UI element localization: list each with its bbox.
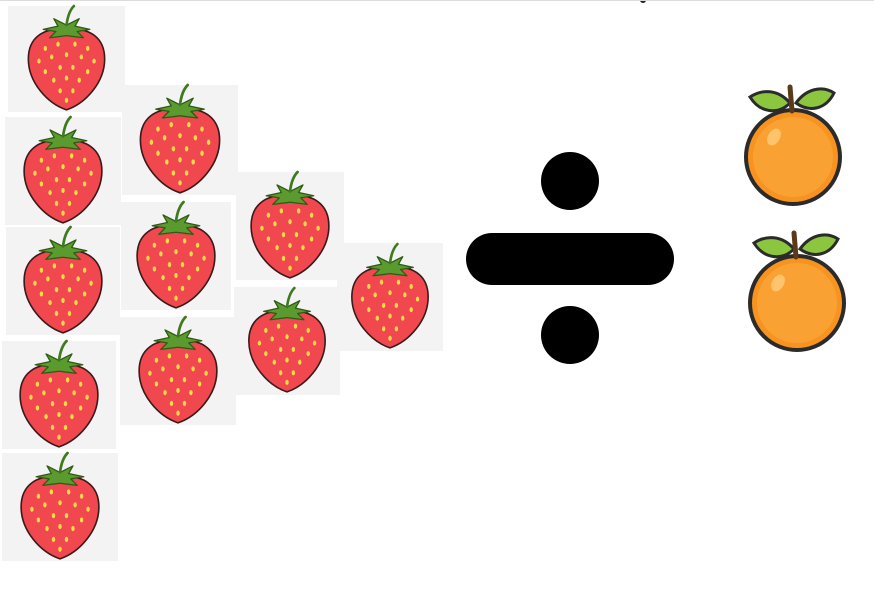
strawberry-5	[2, 451, 118, 561]
strawberry-11	[337, 242, 443, 351]
strawberry-icon	[139, 83, 221, 195]
strawberry-1	[8, 4, 125, 112]
strawberry-6	[122, 83, 238, 195]
strawberry-icon	[249, 170, 331, 280]
strawberry-7	[121, 200, 231, 310]
strawberry-icon	[22, 115, 104, 225]
strawberry-icon	[247, 286, 327, 394]
strawberry-icon	[22, 225, 104, 335]
strawberry-8	[120, 315, 236, 425]
top-edge-mark	[640, 1, 646, 3]
strawberry-icon	[137, 315, 219, 425]
strawberry-4	[2, 339, 116, 449]
orange-icon	[740, 81, 848, 209]
strawberry-2	[5, 115, 121, 225]
orange-icon	[744, 227, 852, 355]
strawberry-icon	[18, 339, 100, 449]
strawberry-icon	[135, 200, 217, 310]
strawberry-icon	[27, 4, 106, 112]
strawberry-10	[234, 286, 340, 395]
strawberry-9	[236, 170, 344, 280]
strawberry-icon	[350, 242, 430, 350]
strawberry-icon	[19, 451, 101, 561]
orange-2	[744, 227, 852, 355]
division-sign-icon	[466, 152, 674, 364]
strawberry-3	[6, 225, 120, 335]
orange-1	[740, 81, 848, 209]
